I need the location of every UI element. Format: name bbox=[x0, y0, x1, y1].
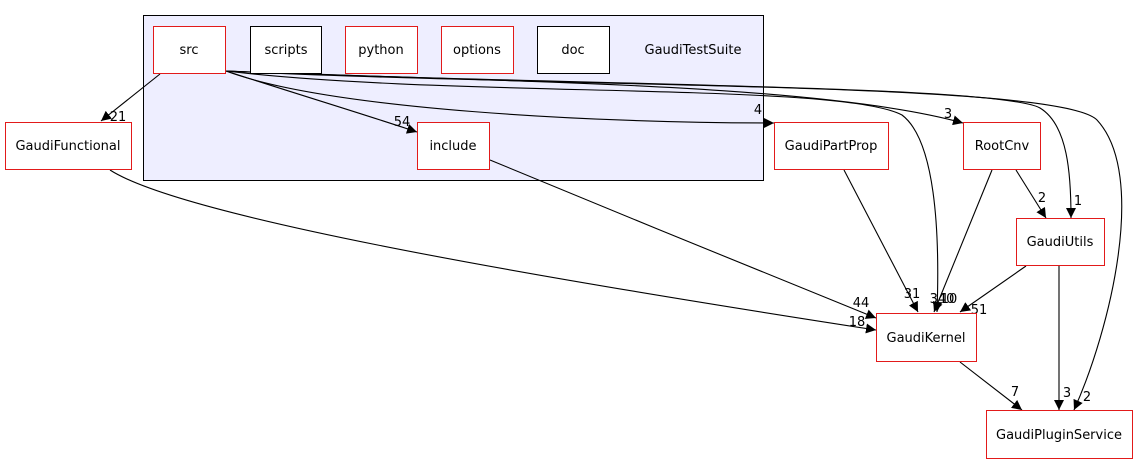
edge-src-to-gaudi-plugin-service bbox=[225, 70, 1123, 411]
edge-src-to-gaudi-functional bbox=[100, 73, 161, 122]
edge-label-kernel-plugin: 7 bbox=[1011, 385, 1019, 400]
node-src[interactable]: src bbox=[153, 26, 226, 74]
edge-label-src-part-prop: 4 bbox=[754, 103, 762, 118]
node-gaudi-part-prop[interactable]: GaudiPartProp bbox=[774, 122, 889, 170]
cluster-label: GaudiTestSuite bbox=[645, 43, 742, 58]
edge-label-src-utils: 1 bbox=[1074, 194, 1082, 209]
edge-label-src-include: 54 bbox=[394, 115, 411, 130]
edge-label-src-root-cnv: 3 bbox=[944, 107, 952, 122]
edge-src-to-gaudi-part-prop bbox=[225, 70, 775, 128]
node-python[interactable]: python bbox=[345, 26, 418, 74]
node-gaudi-functional[interactable]: GaudiFunctional bbox=[5, 122, 132, 170]
edge-gaudi-functional-to-gaudi-kernel bbox=[109, 169, 877, 334]
node-label-gaudi-plugin-service: GaudiPluginService bbox=[996, 428, 1122, 443]
edge-label-root-cnv-utils: 2 bbox=[1038, 191, 1046, 206]
edge-label-src-kernel: 340 bbox=[930, 292, 955, 307]
edges bbox=[100, 70, 1123, 411]
node-gaudi-plugin-service[interactable]: GaudiPluginService bbox=[986, 410, 1133, 459]
node-label-gaudi-kernel: GaudiKernel bbox=[887, 331, 966, 346]
edge-gaudi-kernel-to-gaudi-plugin-service bbox=[959, 361, 1023, 411]
edge-include-to-gaudi-kernel bbox=[489, 159, 877, 319]
edge-label-include-kernel: 44 bbox=[853, 296, 870, 311]
edge-label-root-cnv-kernel: 10 bbox=[941, 292, 958, 307]
node-label-gaudi-utils: GaudiUtils bbox=[1027, 235, 1094, 250]
node-label-options: options bbox=[453, 43, 501, 58]
node-label-scripts: scripts bbox=[265, 43, 308, 58]
node-gaudi-kernel[interactable]: GaudiKernel bbox=[876, 313, 977, 362]
node-options[interactable]: options bbox=[441, 26, 514, 74]
node-label-doc: doc bbox=[561, 43, 584, 58]
edge-root-cnv-to-gaudi-utils bbox=[1015, 169, 1047, 219]
node-gaudi-utils[interactable]: GaudiUtils bbox=[1016, 218, 1105, 266]
edge-src-to-gaudi-kernel bbox=[225, 70, 943, 313]
node-scripts[interactable]: scripts bbox=[250, 26, 322, 74]
edge-root-cnv-to-gaudi-kernel bbox=[933, 169, 993, 313]
node-label-python: python bbox=[358, 43, 403, 58]
node-label-gaudi-part-prop: GaudiPartProp bbox=[785, 139, 878, 154]
node-include[interactable]: include bbox=[417, 122, 490, 170]
edge-label-utils-plugin: 3 bbox=[1063, 386, 1071, 401]
node-label-gaudi-functional: GaudiFunctional bbox=[15, 139, 120, 154]
node-label-root-cnv: RootCnv bbox=[975, 139, 1030, 154]
node-label-src: src bbox=[180, 43, 199, 58]
edge-label-src-functional: 21 bbox=[110, 110, 127, 125]
edge-gaudi-part-prop-to-gaudi-kernel bbox=[843, 169, 919, 313]
edge-label-src-plugin: 2 bbox=[1083, 390, 1091, 405]
node-root-cnv[interactable]: RootCnv bbox=[963, 122, 1041, 170]
edge-label-part-prop-kernel: 31 bbox=[904, 287, 921, 302]
edge-label-functional-kernel: 18 bbox=[849, 315, 866, 330]
node-label-include: include bbox=[429, 139, 476, 154]
edge-gaudi-utils-to-gaudi-kernel bbox=[959, 265, 1027, 313]
edge-labels: 21 54 4 3 1 340 2 44 18 31 10 2 51 3 7 bbox=[110, 103, 1091, 405]
node-doc[interactable]: doc bbox=[537, 26, 610, 74]
